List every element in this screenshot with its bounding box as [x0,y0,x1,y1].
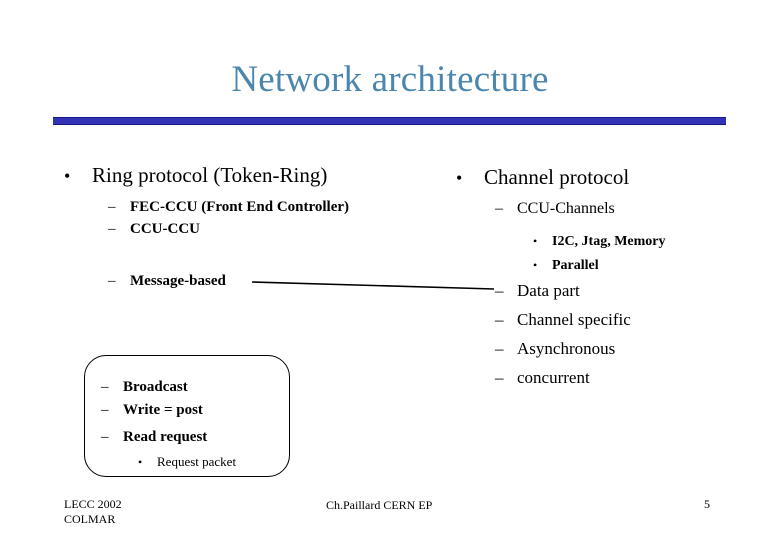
title-divider-rule [53,117,726,125]
left-item-fec-ccu: –FEC-CCU (Front End Controller) [108,198,349,216]
left-item-fec-ccu-label: FEC-CCU (Front End Controller) [130,199,350,215]
right-item-concurrent-label: concurrent [517,368,590,387]
callout-box-message-details [84,355,290,477]
callout-item-read-request-label: Read request [123,429,208,445]
right-item-channel-specific-label: Channel specific [517,310,631,329]
left-heading-label: Ring protocol (Token-Ring) [92,163,328,187]
dash-bullet-icon: – [108,221,116,237]
callout-item-broadcast-label: Broadcast [123,379,188,395]
dash-bullet-icon: – [495,310,504,329]
dash-bullet-icon: – [101,429,109,445]
footer-author: Ch.Paillard CERN EP [326,498,433,512]
dash-bullet-icon: – [108,199,116,215]
left-item-message-based-label: Message-based [130,273,226,289]
dash-bullet-icon: – [495,281,504,300]
right-item-asynchronous: –Asynchronous [495,340,615,358]
right-item-channel-specific: –Channel specific [495,311,631,329]
dash-bullet-icon: – [495,200,503,217]
left-item-message-based: –Message-based [108,272,226,290]
right-item-ccu-channels: –CCU-Channels [495,200,615,218]
callout-subitem-request-packet-label: Request packet [157,454,237,469]
right-subitem-i2c-jtag-memory-label: I2C, Jtag, Memory [552,234,666,249]
bullet-dot-icon: • [533,258,538,272]
footer-page-number: 5 [704,497,710,511]
right-subitem-i2c-jtag-memory: • I2C, Jtag, Memory [533,233,666,250]
dash-bullet-icon: – [101,379,109,395]
page-title: Network architecture [231,59,549,100]
callout-item-read-request: –Read request [101,428,207,446]
left-item-ccu-ccu-label: CCU-CCU [130,221,200,237]
callout-subitem-request-packet: • Request packet [138,454,236,470]
right-item-asynchronous-label: Asynchronous [517,339,616,358]
callout-item-write-post-label: Write = post [123,402,203,418]
bullet-dot-icon: • [64,166,71,186]
bullet-dot-icon: • [533,234,538,248]
dash-bullet-icon: – [495,339,504,358]
callout-item-write-post: –Write = post [101,401,203,419]
right-heading-channel-protocol: • Channel protocol [456,165,629,190]
right-item-data-part: –Data part [495,282,580,300]
dash-bullet-icon: – [101,402,109,418]
right-subitem-parallel: • Parallel [533,257,599,274]
right-heading-label: Channel protocol [484,165,630,189]
connector-line-message-to-data-part [251,281,495,290]
dash-bullet-icon: – [495,368,504,387]
callout-item-broadcast: –Broadcast [101,378,188,396]
left-item-ccu-ccu: –CCU-CCU [108,220,200,238]
left-heading-ring-protocol: • Ring protocol (Token-Ring) [64,163,327,188]
right-item-ccu-channels-label: CCU-Channels [517,200,615,217]
bullet-dot-icon: • [456,168,463,188]
dash-bullet-icon: – [108,273,116,289]
right-item-data-part-label: Data part [517,281,580,300]
right-item-concurrent: –concurrent [495,369,590,387]
bullet-dot-icon: • [138,455,143,469]
footer-conference-info: LECC 2002 COLMAR [64,497,122,526]
right-subitem-parallel-label: Parallel [552,258,599,273]
